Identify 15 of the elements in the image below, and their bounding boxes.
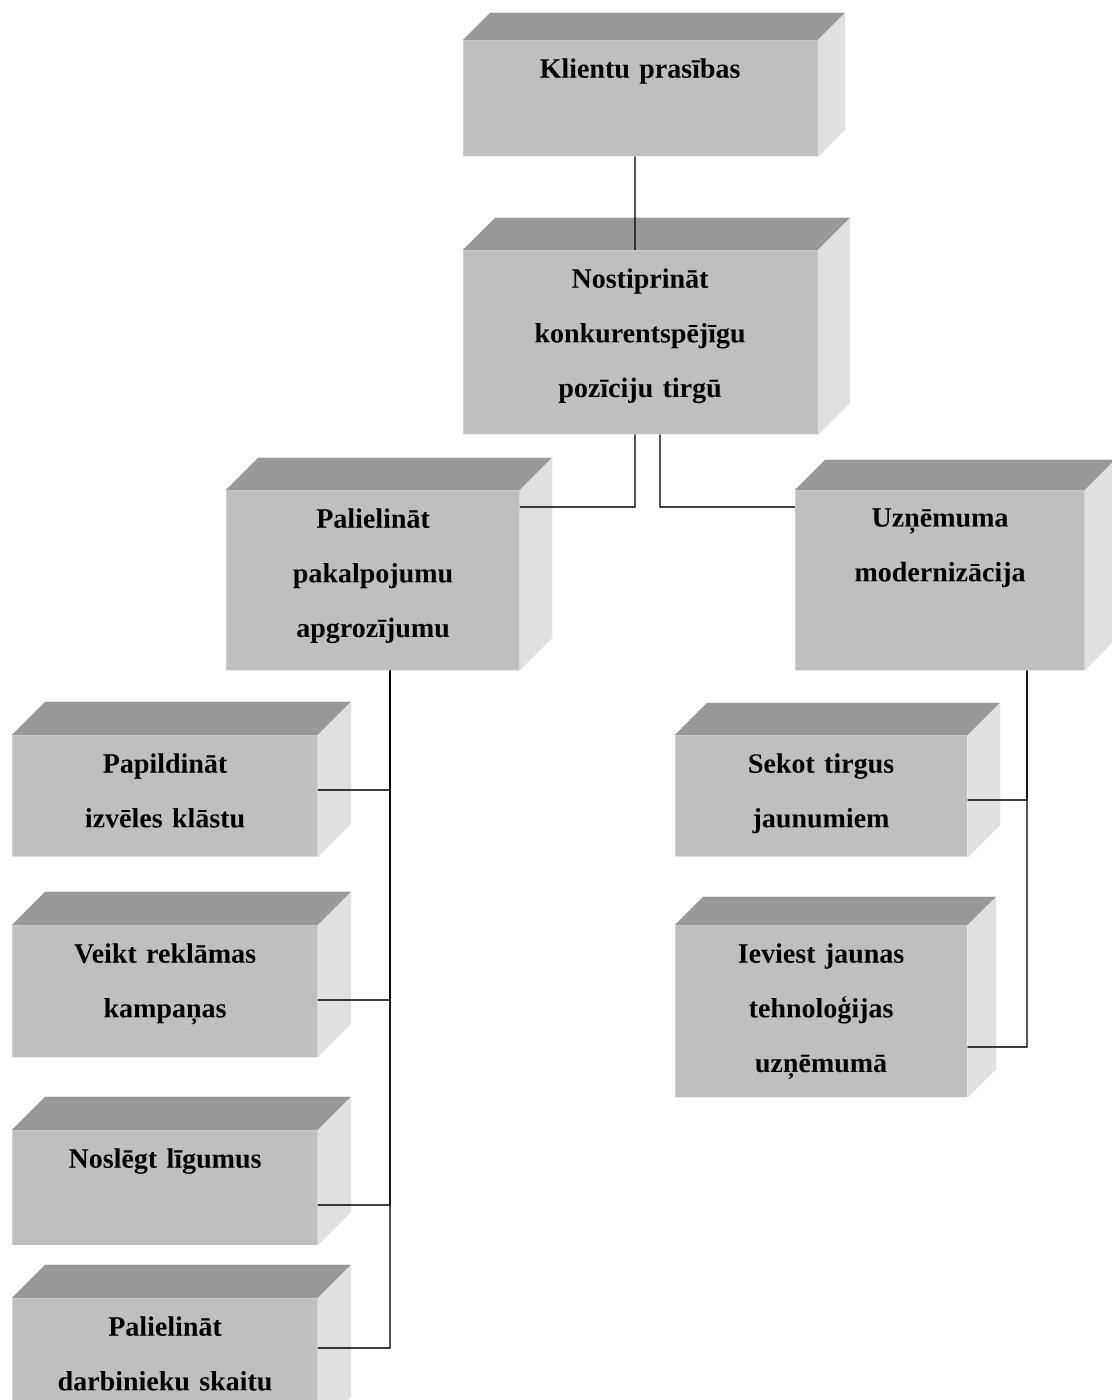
cuboid-box: Palielināt pakalpojumu apgrozījumu <box>225 457 553 671</box>
cuboid-box: Noslēgt līgumus <box>11 1096 352 1246</box>
cuboid-box: Uzņēmuma modernizācija <box>794 459 1112 671</box>
cuboid-box: Veikt reklāmas kampaņas <box>11 891 352 1058</box>
cuboid-box: Klientu prasības <box>462 12 846 158</box>
connector-line <box>966 669 1028 1048</box>
cuboid-box: Papildināt izvēles klāstu <box>11 701 352 858</box>
cuboid-box: Palielināt darbinieku skaitu <box>11 1264 352 1400</box>
cuboid-box: Sekot tirgus jaunumiem <box>674 702 1001 858</box>
cuboid-box: Nostiprināt konkurentspējīgu pozīciju tirgū <box>462 217 851 436</box>
connector-line <box>659 433 796 508</box>
connector-line <box>317 669 391 1349</box>
cuboid-box: Ieviest jaunas tehnoloģijas uzņēmumā <box>674 896 997 1098</box>
connector-line <box>519 433 636 508</box>
connector-line <box>634 155 636 251</box>
